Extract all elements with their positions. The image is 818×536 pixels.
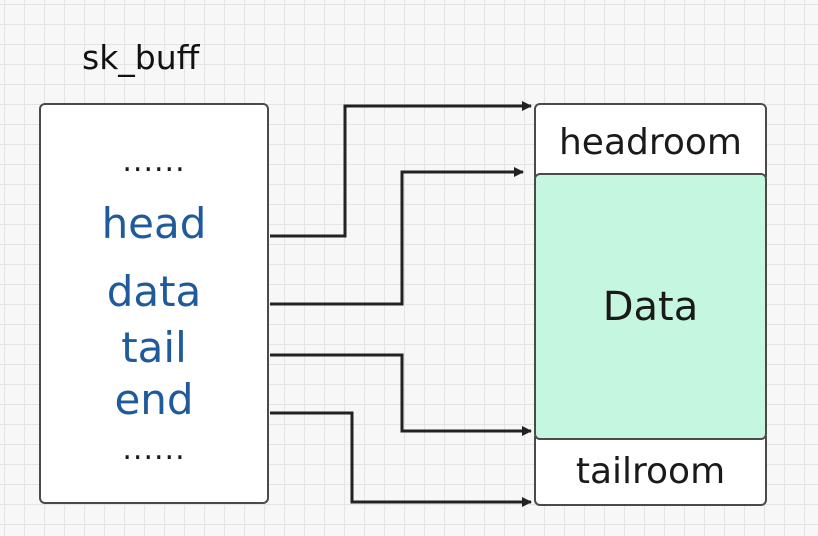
sk-buff-title: sk_buff [82,38,200,77]
field-end: end [114,375,194,424]
headroom-label: headroom [558,121,742,163]
headroom-region: headroom [534,103,767,177]
field-tail: tail [121,323,187,372]
tail-pointer-arrow [270,353,532,436]
end-pointer-arrow [270,411,532,507]
data-region-label: Data [602,283,699,330]
data-pointer-arrow [270,167,524,306]
head-pointer-arrow [270,101,532,238]
field-data: data [106,267,202,316]
sk-buff-struct-box: ...... head data tail end ...... [39,103,269,504]
tailroom-label: tailroom [575,450,726,492]
field-head: head [101,199,207,248]
ellipsis-top: ...... [122,144,186,179]
data-region: Data [534,173,767,440]
tailroom-region: tailroom [534,436,767,506]
ellipsis-bottom: ...... [122,432,186,467]
